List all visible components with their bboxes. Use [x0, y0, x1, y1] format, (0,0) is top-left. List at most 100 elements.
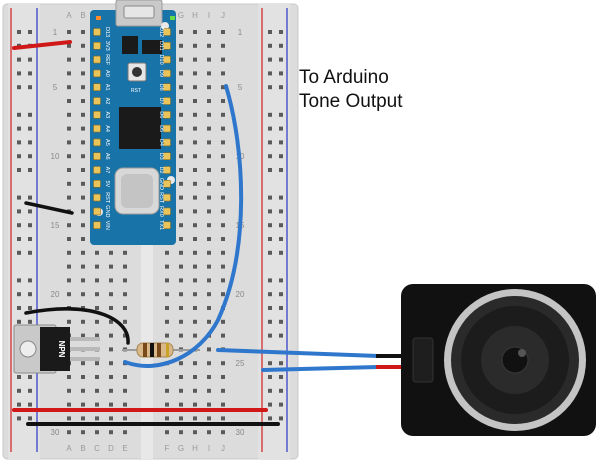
- hole: [193, 292, 197, 297]
- speaker-terminal-block: [412, 337, 434, 383]
- header-pin-left: [93, 55, 101, 64]
- hole: [179, 250, 183, 255]
- hole: [221, 57, 225, 62]
- hole: [81, 319, 85, 324]
- hole: [67, 264, 71, 269]
- hole: [207, 361, 211, 366]
- rail-hole: [279, 43, 283, 48]
- hole: [207, 195, 211, 200]
- row-label-left: 1: [53, 28, 58, 37]
- pin-label-left: GND: [104, 205, 110, 217]
- hole: [179, 278, 183, 283]
- header-pin-right: [163, 83, 171, 91]
- rail-hole: [28, 209, 32, 214]
- hole: [179, 43, 183, 48]
- rail-hole: [279, 195, 283, 200]
- rail-hole: [28, 126, 32, 131]
- hole: [179, 430, 183, 435]
- header-pin-left: [93, 180, 101, 188]
- hole: [221, 181, 225, 186]
- rail-hole: [279, 57, 283, 62]
- rail-hole: [17, 126, 21, 131]
- hole: [207, 140, 211, 145]
- hole: [221, 99, 225, 103]
- hole: [165, 333, 169, 338]
- rail-hole: [28, 292, 32, 297]
- hole: [67, 71, 71, 76]
- pin-label-left: A1: [104, 84, 110, 91]
- pin-label-right: D12: [158, 27, 164, 37]
- rail-hole: [268, 278, 272, 283]
- hole: [109, 347, 113, 352]
- rail-hole: [28, 416, 32, 421]
- rail-hole: [17, 195, 21, 200]
- hole: [81, 250, 85, 255]
- hole: [95, 361, 99, 366]
- pin-label-left: A3: [104, 111, 110, 118]
- rail-hole: [279, 71, 283, 76]
- tone-output-annotation: To Arduino Tone Output: [299, 66, 403, 114]
- hole: [109, 402, 113, 407]
- hole: [179, 85, 183, 90]
- header-pin-left: [93, 124, 101, 133]
- hole: [221, 195, 225, 200]
- hole: [165, 319, 169, 324]
- pin-label-left: A7: [104, 167, 110, 174]
- hole: [81, 168, 85, 172]
- resistor-band-2: [150, 343, 154, 357]
- hole: [193, 30, 197, 34]
- rail-hole: [28, 168, 32, 172]
- pin-label-left: 3V3: [104, 41, 110, 51]
- hole: [221, 430, 225, 435]
- hole: [81, 361, 85, 366]
- rail-hole: [268, 209, 272, 214]
- row-label-right: 1: [238, 28, 243, 37]
- hole: [81, 181, 85, 186]
- hole: [95, 416, 99, 421]
- rail-hole: [17, 278, 21, 283]
- hole: [179, 195, 183, 200]
- blue-speaker-wire-bottom: [261, 365, 380, 372]
- hole: [67, 168, 71, 172]
- usb-port-slot: [123, 5, 155, 19]
- blue-tone-wire: [123, 84, 244, 368]
- hole: [179, 71, 183, 76]
- microcontroller-chip: [119, 107, 161, 149]
- rail-hole: [279, 306, 283, 310]
- hole: [67, 250, 71, 255]
- resistor: [122, 342, 200, 358]
- column-letter-top: I: [208, 11, 210, 20]
- pin-label-right: D8: [158, 84, 164, 91]
- column-letter-bottom: H: [192, 444, 198, 453]
- hole: [207, 57, 211, 62]
- rail-hole: [28, 154, 32, 159]
- hole: [179, 237, 183, 241]
- hole: [81, 57, 85, 62]
- voltage-regulator: [142, 40, 162, 54]
- hole: [193, 57, 197, 62]
- rail-hole: [279, 388, 283, 393]
- hole: [165, 306, 169, 310]
- header-pin-left: [93, 221, 101, 229]
- rail-hole: [17, 250, 21, 255]
- column-letter-bottom: A: [66, 444, 72, 453]
- rail-hole: [28, 375, 32, 379]
- hole: [207, 416, 211, 421]
- transistor-lead-2: [70, 347, 100, 351]
- hole: [207, 292, 211, 297]
- pin-label-left: 5V: [104, 180, 110, 187]
- reset-button-knob: [132, 67, 142, 77]
- pin-label-left: A0: [104, 70, 110, 77]
- hole: [81, 209, 85, 214]
- hole: [207, 319, 211, 324]
- hole: [221, 319, 225, 324]
- rail-hole: [17, 402, 21, 407]
- rail-hole: [17, 85, 21, 90]
- hole: [193, 181, 197, 186]
- hole: [67, 57, 71, 62]
- crystal-inner: [121, 174, 153, 208]
- header-pin-right: [163, 69, 171, 78]
- hole: [207, 306, 211, 310]
- hole: [221, 278, 225, 283]
- rail-hole: [279, 168, 283, 172]
